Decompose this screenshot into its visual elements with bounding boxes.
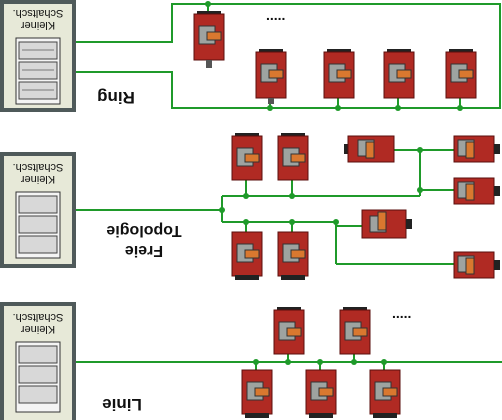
ring-cabinet-label-1: Kleiner (21, 19, 56, 31)
motor-icon (383, 49, 415, 99)
free-label-1: Freie (125, 242, 163, 259)
motor-icon (344, 135, 395, 163)
motor-icon (231, 231, 263, 280)
free-topology-section: Kleiner Schaltsch. (0, 133, 500, 280)
ring-ellipsis: ..... (266, 7, 285, 23)
line-ellipsis: ..... (392, 305, 411, 321)
motor-icon (453, 251, 500, 279)
line-section: Kleiner Schaltsch. (0, 302, 502, 420)
line-cabinet: Kleiner Schaltsch. (0, 302, 76, 420)
motor-icon (305, 369, 337, 418)
free-cabinet: Kleiner Schaltsch. (0, 152, 76, 268)
free-cabinet-label-2: Schaltsch. (13, 161, 64, 173)
motor-icon (369, 369, 401, 418)
motor-icon (273, 307, 305, 355)
motor-icon (453, 135, 500, 163)
motor-icon (339, 307, 371, 355)
motor-icon (193, 11, 225, 68)
motor-icon (241, 369, 273, 418)
ring-section: Kleiner Schaltsch. (0, 0, 501, 112)
free-label-2: Topologie (106, 222, 181, 239)
line-label: Linie (102, 395, 142, 414)
free-cabinet-label-1: Kleiner (21, 173, 56, 185)
motor-icon (277, 231, 309, 280)
line-cabinet-label-2: Schaltsch. (13, 311, 64, 323)
line-cabinet-label-1: Kleiner (21, 323, 56, 335)
ring-label: Ring (97, 88, 135, 107)
motor-icon (445, 49, 477, 99)
motor-icon (231, 133, 263, 181)
motor-icon (323, 49, 355, 99)
ring-cabinet: Kleiner Schaltsch. (0, 0, 76, 112)
motor-icon (255, 49, 287, 104)
motor-icon (453, 177, 500, 205)
ring-cabinet-label-2: Schaltsch. (13, 7, 64, 19)
motor-icon (361, 209, 412, 239)
motor-icon (277, 133, 309, 181)
